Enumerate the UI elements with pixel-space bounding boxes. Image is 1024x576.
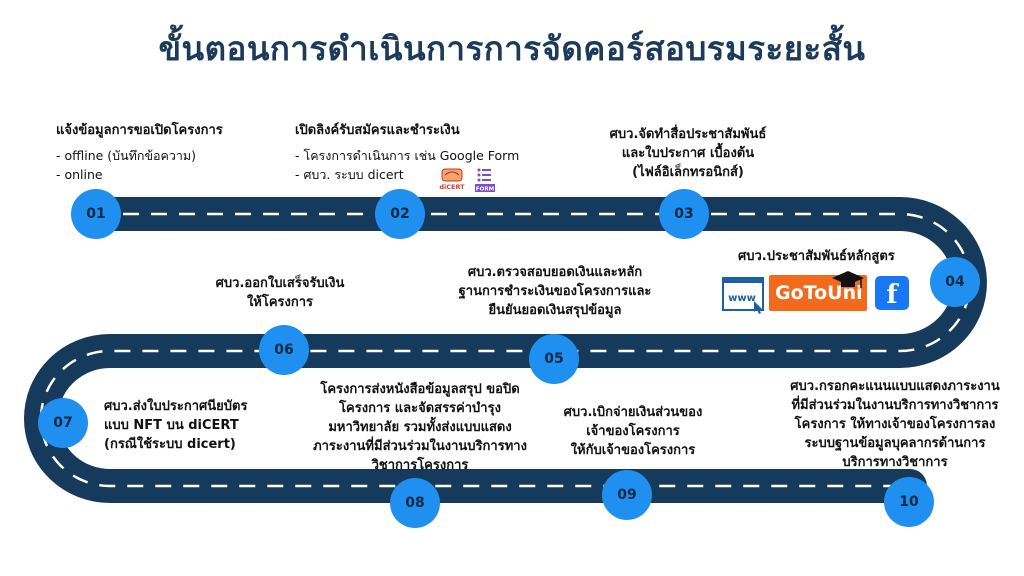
step-10-line-1: ศบว.กรอกคะแนนแบบแสดงภาระงาน xyxy=(790,379,1000,394)
step-06-line-1: ศบว.ออกใบเสร็จรับเงิน xyxy=(215,276,345,291)
step-05-line-1: ศบว.ตรวจสอบยอดเงินและหลัก xyxy=(467,265,643,280)
form-label: FORM xyxy=(476,187,494,193)
step-10-marker: 10 xyxy=(884,477,934,527)
gotouni-logo-icon: GoToUni xyxy=(769,271,867,311)
page-title: ขั้นตอนการดำเนินการการจัดคอร์สอบรมระยะสั… xyxy=(158,29,866,68)
step-08-marker: 08 xyxy=(390,478,440,528)
step-08-line-4: ภาระงานที่มีส่วนร่วมในงานบริการทาง xyxy=(313,439,527,454)
step-06-text: ศบว.ออกใบเสร็จรับเงิน ให้โครงการ xyxy=(200,274,360,312)
step-07-line-2: แบบ NFT บน diCERT xyxy=(104,418,239,433)
step-03-marker: 03 xyxy=(659,189,709,239)
step-10-text: ศบว.กรอกคะแนนแบบแสดงภาระงาน ที่มีส่วนร่ว… xyxy=(770,377,1020,472)
step-02-marker: 02 xyxy=(375,189,425,239)
step-04-line-1: ศบว.ประชาสัมพันธ์หลักสูตร xyxy=(738,249,895,264)
step-03-line-3: (ไฟล์อิเล็กทรอนิกส์) xyxy=(632,165,744,180)
step-07-marker: 07 xyxy=(38,398,88,448)
google-form-icon: FORM xyxy=(475,168,495,193)
step-08-line-1: โครงการส่งหนังสือข้อมูลสรุป ขอปิด xyxy=(320,382,520,397)
step-01-marker: 01 xyxy=(71,189,121,239)
step-02-bullet-2: - ศบว. ระบบ dicert xyxy=(295,167,404,182)
step-05-marker: 05 xyxy=(529,334,579,384)
step-09-marker: 09 xyxy=(602,470,652,520)
step-09-line-3: ให้กับเจ้าของโครงการ xyxy=(570,443,696,458)
step-08-line-2: โครงการ และจัดสรรค่าบำรุง xyxy=(339,401,501,416)
step-03-line-1: ศบว.จัดทำสื่อประชาสัมพันธ์ xyxy=(609,127,767,142)
step-10-line-4: ระบบฐานข้อมูลบุคลากรด้านการ xyxy=(804,436,986,451)
facebook-label: f xyxy=(886,280,898,310)
step-06-marker: 06 xyxy=(259,325,309,375)
step-01-bullet-2: - online xyxy=(56,167,103,182)
step-07-line-3: (กรณีใช้ระบบ dicert) xyxy=(104,437,236,452)
step-09-line-2: เจ้าของโครงการ xyxy=(586,424,680,439)
graduation-cap-icon xyxy=(832,271,864,288)
step-10-line-3: โครงการ ให้ทางเจ้าของโครงการลง xyxy=(794,417,996,432)
step-05-line-3: ยืนยันยอดเงินสรุปข้อมูล xyxy=(488,303,622,318)
www-icon: www xyxy=(722,277,764,314)
gotouni-label: GoToUni xyxy=(775,282,863,304)
step-09-text: ศบว.เบิกจ่ายเงินส่วนของ เจ้าของโครงการ ใ… xyxy=(548,403,718,460)
step-10-line-5: บริการทางวิชาการ xyxy=(842,455,948,470)
www-label: www xyxy=(728,293,756,304)
step-07-line-1: ศบว.ส่งใบประกาศนียบัตร xyxy=(104,399,248,414)
step-03-text: ศบว.จัดทำสื่อประชาสัมพันธ์ และใบประกาศ เ… xyxy=(588,125,788,182)
step-02-heading: เปิดลิงค์รับสมัครและชำระเงิน xyxy=(295,123,460,138)
step-09-line-1: ศบว.เบิกจ่ายเงินส่วนของ xyxy=(563,405,703,420)
step-08-line-3: มหาวิทยาลัย รวมทั้งส่งแบบแสดง xyxy=(328,420,512,435)
facebook-icon: f xyxy=(875,276,909,310)
step-08-text: โครงการส่งหนังสือข้อมูลสรุป ขอปิด โครงกา… xyxy=(300,380,540,475)
step-10-line-2: ที่มีส่วนร่วมในงานบริการทางวิชาการ xyxy=(791,398,999,413)
step-01-heading: แจ้งข้อมูลการขอเปิดโครงการ xyxy=(56,123,223,138)
step-04-text: ศบว.ประชาสัมพันธ์หลักสูตร xyxy=(738,247,895,266)
step-05-text: ศบว.ตรวจสอบยอดเงินและหลัก ฐานการชำระเงิน… xyxy=(430,263,680,320)
step-03-line-2: และใบประกาศ เบื้องต้น xyxy=(621,146,755,161)
step-02-bullet-1: - โครงการดำเนินการ เช่น Google Form xyxy=(295,148,520,163)
dicert-logo-icon: diCERT xyxy=(439,168,465,191)
step-04-marker: 04 xyxy=(930,257,980,307)
step-02-text: เปิดลิงค์รับสมัครและชำระเงิน - โครงการดำ… xyxy=(295,121,519,184)
step-01-bullet-1: - offline (บันทึกข้อความ) xyxy=(56,148,197,163)
step-08-line-5: วิชาการโครงการ xyxy=(371,458,469,473)
dicert-label: diCERT xyxy=(439,183,465,191)
step-05-line-2: ฐานการชำระเงินของโครงการและ xyxy=(458,284,652,299)
step-06-line-2: ให้โครงการ xyxy=(246,295,314,310)
step-01-text: แจ้งข้อมูลการขอเปิดโครงการ - offline (บั… xyxy=(56,121,223,184)
step-07-text: ศบว.ส่งใบประกาศนียบัตร แบบ NFT บน diCERT… xyxy=(104,397,247,454)
